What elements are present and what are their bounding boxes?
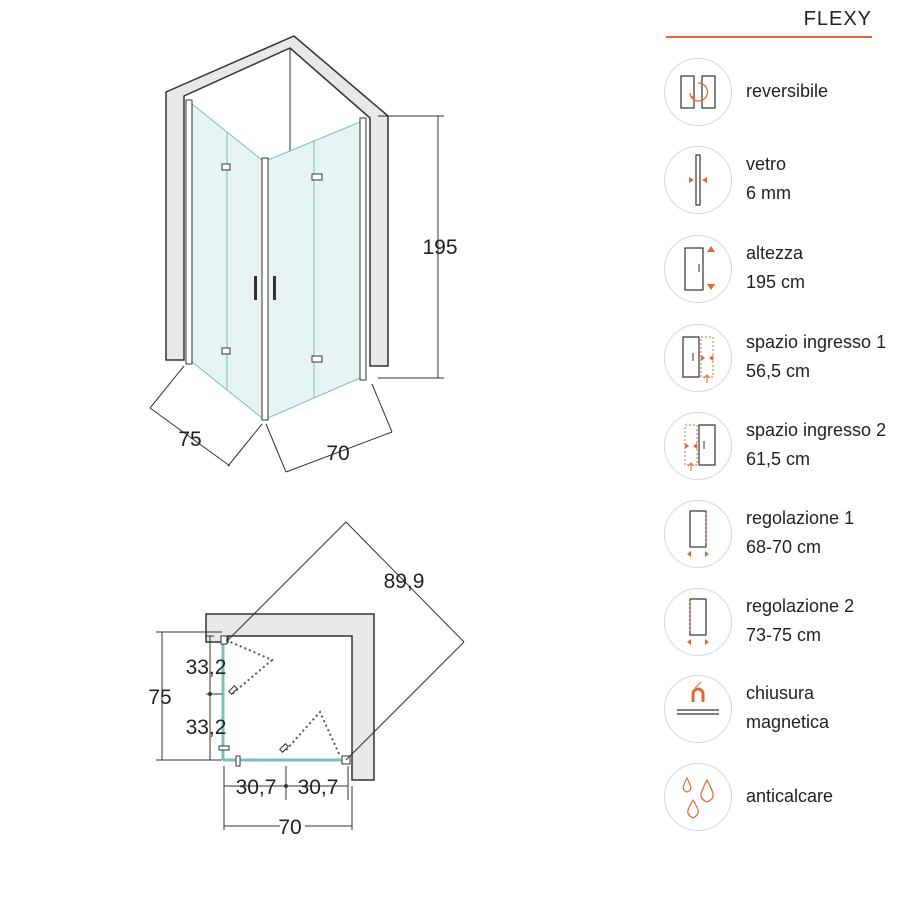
magnetic-closure-icon — [664, 675, 732, 743]
iso-left-width-label: 75 — [178, 428, 201, 451]
glass-thickness-icon — [664, 146, 732, 214]
brand-name: FLEXY — [803, 8, 872, 30]
feature-adjustment-1-line2: 68-70 cm — [746, 537, 822, 557]
feature-height: altezza 195 cm — [664, 235, 900, 305]
iso-hinge — [221, 347, 231, 355]
plan-dimension-node — [284, 784, 288, 788]
plan-handle — [228, 685, 238, 695]
technical-drawing: 195 75 70 — [148, 35, 465, 843]
plan-left-door-bottom-label: 33,2 — [186, 716, 227, 739]
entry-space-1-icon — [664, 324, 732, 392]
feature-entry-space-1-line2: 56,5 cm — [746, 361, 811, 381]
reversible-icon — [664, 58, 732, 126]
plan-left-door-top-label: 33,2 — [186, 656, 227, 679]
feature-adjustment-1-line1: regolazione 1 — [746, 508, 855, 528]
feature-height-line1: altezza — [746, 243, 804, 263]
plan-hinge — [218, 745, 230, 751]
plan-width-label: 70 — [278, 816, 301, 839]
iso-view: 195 75 70 — [149, 35, 458, 473]
plan-left-door-dimension — [206, 635, 222, 761]
iso-height-label: 195 — [422, 236, 457, 259]
feature-anti-limescale-line1: anticalcare — [746, 785, 834, 806]
feature-adjustment-1: regolazione 1 68-70 cm — [664, 500, 900, 570]
plan-width-dimension — [223, 786, 353, 830]
feature-magnetic-closure-line2: magnetica — [746, 712, 830, 732]
feature-adjustment-2: regolazione 2 73-75 cm — [664, 588, 900, 658]
plan-depth-label: 75 — [148, 686, 171, 709]
brand-divider — [666, 36, 872, 38]
feature-entry-space-1-line1: spazio ingresso 1 — [746, 332, 887, 352]
plan-hinge — [235, 755, 241, 767]
plan-front-door-left-label: 30,7 — [236, 776, 277, 799]
iso-handle — [273, 276, 276, 300]
iso-profile-center — [261, 157, 269, 421]
feature-entry-space-1: spazio ingresso 1 56,5 cm — [664, 324, 900, 394]
plan-view: 89,9 75 33,2 33,2 30,7 30,7 — [148, 521, 465, 843]
adjustment-2-icon — [664, 588, 732, 656]
feature-anti-limescale: anticalcare — [664, 763, 900, 833]
iso-left-wall — [165, 35, 389, 367]
feature-entry-space-2: spazio ingresso 2 61,5 cm — [664, 412, 900, 482]
feature-reversible: reversibile — [664, 58, 900, 128]
feature-glass: vetro 6 mm — [664, 146, 900, 216]
feature-entry-space-2-line2: 61,5 cm — [746, 449, 811, 469]
plan-handle — [279, 743, 289, 753]
feature-magnetic-closure: chiusura magnetica — [664, 675, 900, 745]
iso-hinge — [311, 173, 323, 181]
iso-right-width-label: 70 — [326, 442, 349, 465]
plan-walls — [205, 613, 375, 781]
entry-space-2-icon — [664, 412, 732, 480]
iso-height-dimension — [378, 115, 444, 379]
plan-diagonal-dimension — [227, 521, 465, 761]
iso-hinge — [311, 355, 323, 363]
iso-right-width-dimension — [265, 383, 393, 473]
iso-hinge — [221, 163, 231, 171]
height-icon — [664, 235, 732, 303]
plan-front-door-right-label: 30,7 — [298, 776, 339, 799]
feature-glass-line1: vetro — [746, 154, 787, 174]
iso-handle — [254, 276, 257, 300]
feature-adjustment-2-line2: 73-75 cm — [746, 625, 822, 645]
feature-height-line2: 195 cm — [746, 272, 806, 292]
plan-dimension-node — [208, 692, 212, 696]
iso-left-width-dimension — [149, 365, 263, 467]
feature-reversible-line1: reversibile — [746, 80, 829, 101]
anti-limescale-icon — [664, 763, 732, 831]
iso-profile-left — [185, 99, 193, 365]
plan-diagonal-label: 89,9 — [384, 570, 425, 593]
plan-door-swing-left — [225, 639, 274, 695]
feature-adjustment-2-line1: regolazione 2 — [746, 596, 855, 616]
adjustment-1-icon — [664, 500, 732, 568]
iso-profile-right — [359, 117, 367, 381]
feature-glass-line2: 6 mm — [746, 183, 791, 203]
plan-door-swing-front — [285, 710, 341, 757]
feature-entry-space-2-line1: spazio ingresso 2 — [746, 420, 887, 440]
feature-magnetic-closure-line1: chiusura — [746, 683, 815, 703]
